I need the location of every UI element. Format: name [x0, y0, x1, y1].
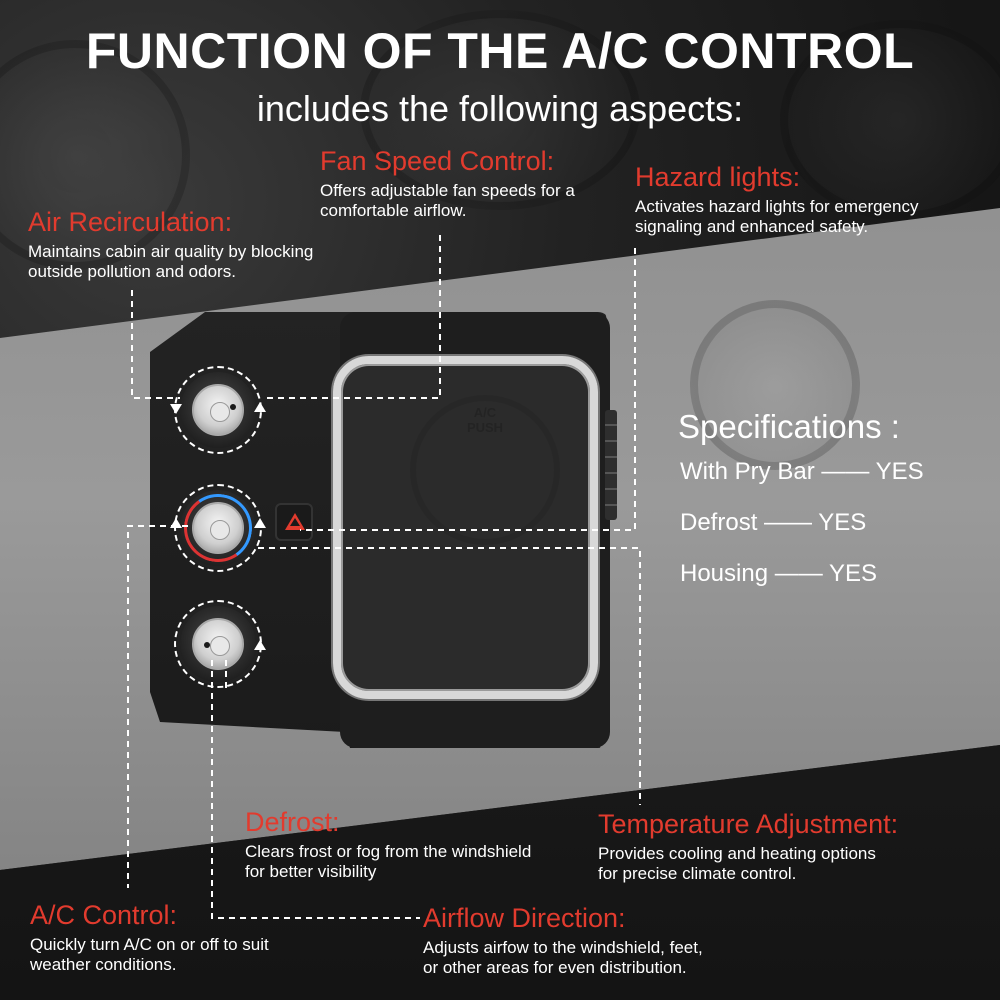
- airflow-highlight-ring: [174, 600, 262, 688]
- rotate-right-arrow-icon: [254, 640, 266, 650]
- hazard-triangle-icon: [285, 513, 305, 530]
- feature-desc: Quickly turn A/C on or off to suit weath…: [30, 935, 269, 975]
- feature-desc-line: Provides cooling and heating options: [598, 844, 876, 863]
- feature-desc-line: or other areas for even distribution.: [423, 958, 687, 977]
- feature-desc: Provides cooling and heating options for…: [598, 844, 898, 884]
- rotate-left-arrow-icon: [170, 404, 182, 414]
- specifications-title: Specifications :: [678, 408, 900, 445]
- feature-desc: Activates hazard lights for emergency si…: [635, 197, 918, 237]
- feature-ac-control: A/C Control: Quickly turn A/C on or off …: [30, 900, 269, 975]
- feature-desc-line: for precise climate control.: [598, 864, 797, 883]
- feature-desc-line: outside pollution and odors.: [28, 262, 236, 281]
- screen-bezel: [333, 356, 598, 699]
- feature-fan-speed: Fan Speed Control: Offers adjustable fan…: [320, 146, 575, 221]
- feature-title: Fan Speed Control:: [320, 146, 555, 176]
- feature-title: Hazard lights:: [635, 162, 801, 192]
- spec-item-housing: Housing —— YES: [680, 560, 877, 587]
- feature-desc-line: Quickly turn A/C on or off to suit: [30, 935, 269, 954]
- feature-desc-line: Offers adjustable fan speeds for a: [320, 181, 575, 200]
- feature-title: Airflow Direction:: [423, 903, 626, 933]
- rotate-right-arrow-icon: [254, 402, 266, 412]
- feature-title: Temperature Adjustment:: [598, 809, 899, 839]
- feature-desc: Offers adjustable fan speeds for a comfo…: [320, 181, 575, 221]
- fan-speed-highlight-ring: [174, 366, 262, 454]
- page-title: FUNCTION OF THE A/C CONTROL: [85, 23, 915, 79]
- feature-desc-line: signaling and enhanced safety.: [635, 217, 869, 236]
- feature-airflow: Airflow Direction: Adjusts airfow to the…: [423, 903, 703, 978]
- feature-hazard: Hazard lights: Activates hazard lights f…: [635, 162, 918, 237]
- hazard-triangle-inner: [290, 518, 300, 526]
- spec-item-pry-bar: With Pry Bar —— YES: [680, 458, 924, 485]
- background-ghost-dial: [0, 40, 190, 270]
- feature-title: Defrost:: [245, 807, 340, 837]
- feature-desc-line: weather conditions.: [30, 955, 177, 974]
- feature-desc: Maintains cabin air quality by blocking …: [28, 242, 313, 282]
- feature-desc: Adjusts airfow to the windshield, feet, …: [423, 938, 703, 978]
- feature-title: Air Recirculation:: [28, 207, 233, 237]
- feature-desc-line: Maintains cabin air quality by blocking: [28, 242, 314, 261]
- feature-recirculation: Air Recirculation: Maintains cabin air q…: [28, 207, 313, 282]
- hazard-button[interactable]: [275, 503, 313, 541]
- background-ghost-dial: [360, 10, 640, 210]
- feature-desc-line: comfortable airflow.: [320, 201, 467, 220]
- feature-desc-line: Clears frost or fog from the windshield: [245, 842, 532, 861]
- rotate-right-arrow-icon: [254, 518, 266, 528]
- background-ghost-dial: [690, 300, 860, 470]
- feature-temperature: Temperature Adjustment: Provides cooling…: [598, 809, 898, 884]
- housing-side-clips: [605, 410, 617, 520]
- temperature-highlight-ring: [174, 484, 262, 572]
- page-subtitle: includes the following aspects:: [256, 88, 744, 129]
- feature-desc-line: Adjusts airfow to the windshield, feet,: [423, 938, 703, 957]
- feature-desc-line: for better visibility: [245, 862, 377, 881]
- background-ghost-dial: [780, 20, 1000, 220]
- feature-defrost: Defrost: Clears frost or fog from the wi…: [245, 807, 531, 882]
- feature-title: A/C Control:: [30, 900, 178, 930]
- spec-item-defrost: Defrost —— YES: [680, 509, 867, 536]
- feature-desc-line: Activates hazard lights for emergency: [635, 197, 919, 216]
- feature-desc: Clears frost or fog from the windshield …: [245, 842, 531, 882]
- rotate-left-arrow-icon: [170, 518, 182, 528]
